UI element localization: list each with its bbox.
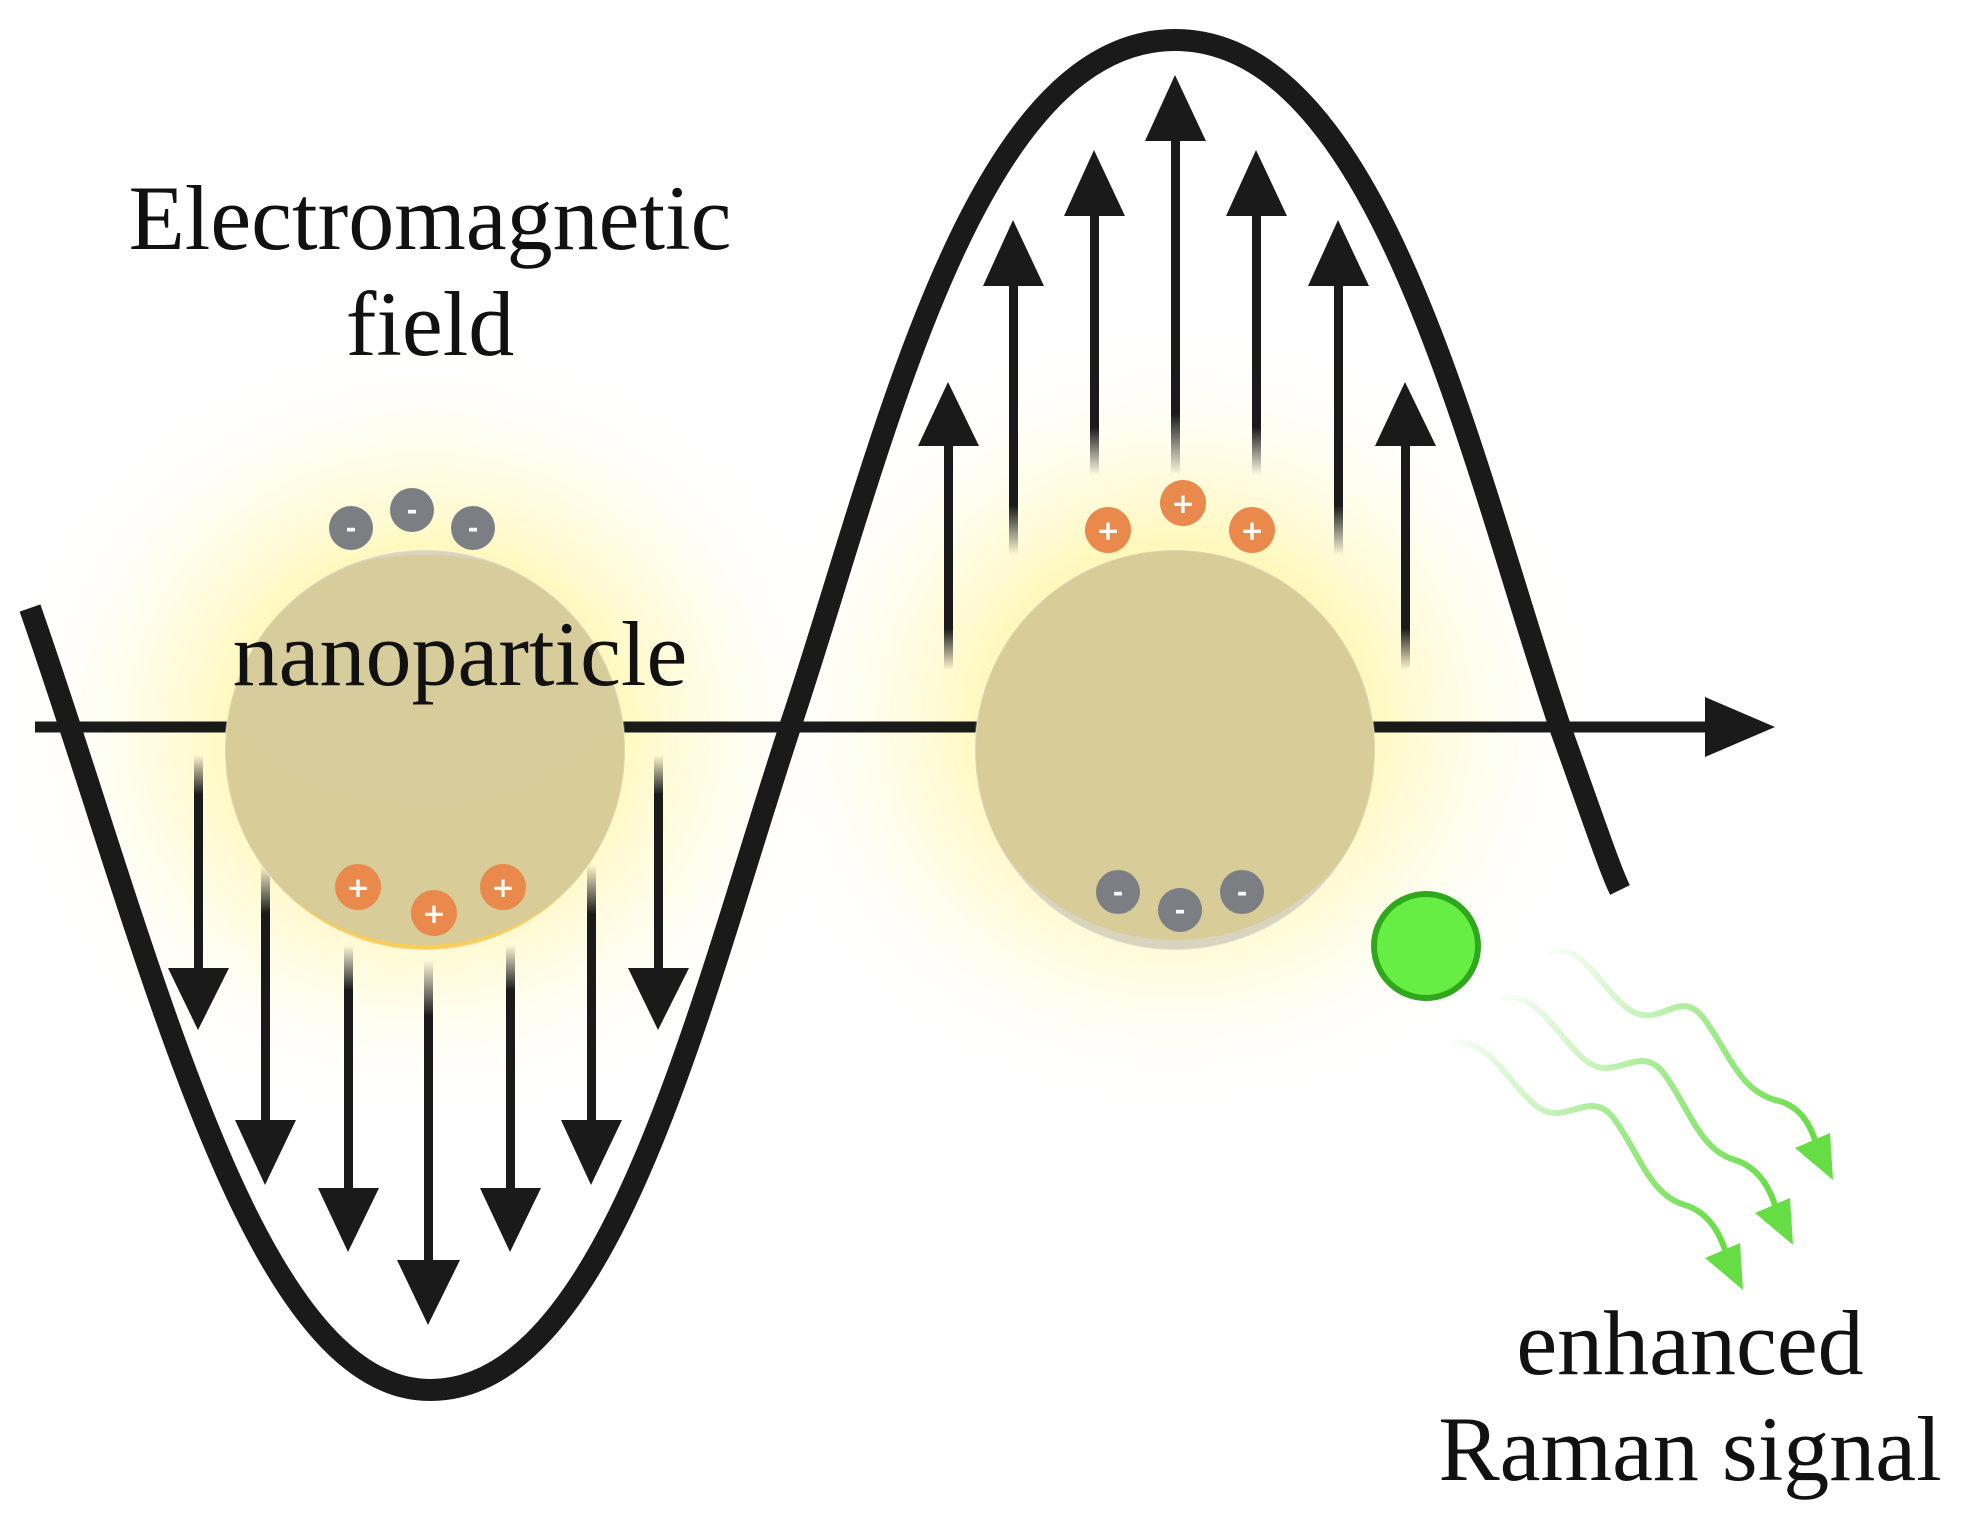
left-negative-charges: - - -	[329, 488, 495, 550]
positive-charge: +	[1229, 507, 1275, 553]
enhanced-raman-signal-label: enhanced Raman signal	[1400, 1290, 1980, 1502]
raman-arrowheads	[1705, 1133, 1833, 1290]
raman-wave	[1542, 947, 1818, 1143]
right-nanoparticle	[974, 549, 1376, 951]
left-nanoparticle	[224, 549, 626, 951]
field-arrow-down	[397, 960, 460, 1325]
label-line: enhanced	[1516, 1292, 1864, 1394]
svg-text:+: +	[422, 897, 445, 930]
positive-charge: +	[335, 864, 381, 910]
field-arrow-down	[318, 945, 379, 1252]
field-arrow-down	[235, 865, 296, 1185]
svg-text:+: +	[1096, 514, 1119, 547]
svg-text:-: -	[1175, 896, 1186, 926]
upward-field-arrows	[918, 75, 1436, 670]
raman-arrowhead	[1755, 1198, 1793, 1245]
negative-charge: -	[451, 506, 495, 550]
negative-charge: -	[1096, 870, 1140, 914]
svg-text:-: -	[468, 514, 479, 544]
raman-signal-waves	[1442, 947, 1818, 1253]
electromagnetic-field-label: Electromagnetic field	[70, 165, 790, 377]
negative-charge: -	[1220, 870, 1264, 914]
svg-text:-: -	[407, 496, 418, 526]
label-line: Electromagnetic	[128, 167, 732, 269]
field-arrow-up	[983, 220, 1044, 555]
raman-arrowhead	[1705, 1243, 1743, 1290]
svg-text:-: -	[1237, 878, 1248, 908]
positive-charge: +	[1085, 507, 1131, 553]
label-line: Raman signal	[1438, 1398, 1942, 1500]
field-arrow-down	[561, 865, 622, 1185]
label-line: field	[345, 273, 515, 375]
downward-field-arrows	[168, 755, 689, 1325]
positive-charge: +	[1160, 480, 1206, 526]
field-arrow-up	[1308, 220, 1369, 555]
field-arrow-up	[1375, 382, 1436, 670]
field-arrow-down	[168, 755, 229, 1030]
raman-wave	[1442, 1039, 1728, 1253]
nanoparticle-label: nanoparticle	[232, 603, 688, 705]
svg-text:+: +	[491, 871, 514, 904]
field-arrow-down	[628, 755, 689, 1030]
right-negative-charges: - - -	[1096, 870, 1264, 932]
svg-text:+: +	[1171, 487, 1194, 520]
negative-charge: -	[390, 488, 434, 532]
field-arrow-up	[1226, 150, 1287, 475]
svg-text:+: +	[1240, 514, 1263, 547]
negative-charge: -	[1158, 888, 1202, 932]
raman-arrowhead	[1795, 1133, 1833, 1180]
field-arrow-down	[480, 945, 541, 1252]
positive-charge: +	[480, 864, 526, 910]
svg-text:+: +	[346, 871, 369, 904]
negative-charge: -	[329, 506, 373, 550]
field-arrow-up	[1145, 75, 1206, 475]
molecule	[1371, 891, 1481, 1001]
right-positive-charges: + + +	[1085, 480, 1275, 553]
field-arrow-up	[918, 382, 979, 670]
field-arrow-up	[1064, 150, 1125, 475]
raman-wave	[1492, 994, 1778, 1208]
left-positive-charges: + + +	[335, 864, 526, 936]
electromagnetic-wave	[19, 28, 1630, 1402]
svg-text:-: -	[1113, 878, 1124, 908]
svg-text:-: -	[346, 514, 357, 544]
positive-charge: +	[411, 890, 457, 936]
